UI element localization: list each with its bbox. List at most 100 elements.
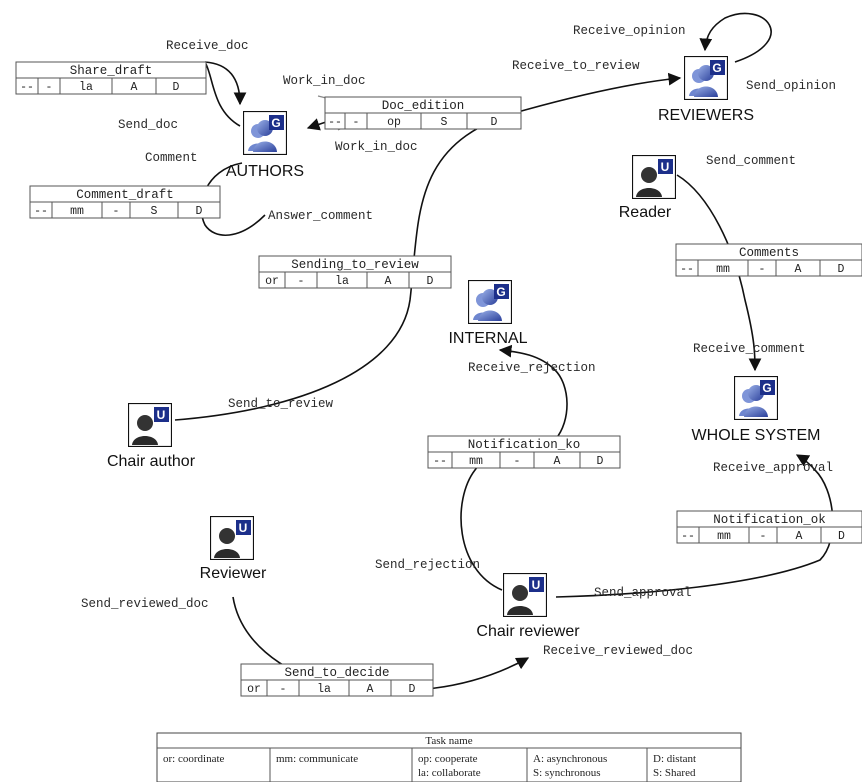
task-cell: - — [46, 81, 53, 94]
edge-comment — [200, 162, 266, 237]
label-comment: Comment — [145, 151, 198, 165]
task-cell: -- — [34, 205, 48, 218]
task-cell: A — [554, 455, 561, 468]
legend-shared: S: Shared — [653, 767, 696, 779]
task-cell: D — [196, 205, 203, 218]
task-cell: A — [385, 275, 392, 288]
edge-rejection — [460, 344, 568, 591]
task-name: Comments — [739, 246, 799, 260]
task-cell: D — [173, 81, 180, 94]
task-cell: mm — [717, 530, 731, 543]
task-cell: A — [796, 530, 803, 543]
label-receive-doc: Receive_doc — [166, 39, 249, 53]
user-icon-letter: U — [157, 408, 166, 422]
group-icon-letter: G — [496, 285, 505, 299]
actor-authors: G AUTHORS — [226, 111, 304, 180]
task-cell: -- — [680, 263, 694, 276]
actor-reviewer: U Reviewer — [200, 516, 267, 582]
task-cell: - — [759, 263, 766, 276]
task-cell: S — [151, 205, 158, 218]
label-send-rejection: Send_rejection — [375, 558, 480, 572]
task-notification-ok: Notification_ok -- mm - A D — [676, 510, 862, 544]
task-cell: A — [367, 683, 374, 696]
edge-receive-opinion — [699, 12, 772, 63]
label-receive-comment: Receive_comment — [693, 342, 806, 356]
legend-frame — [156, 732, 742, 782]
actor-chair-author: U Chair author — [107, 403, 196, 470]
task-cell: la — [317, 683, 331, 696]
legend-collaborate: la: collaborate — [418, 767, 481, 779]
task-cell: -- — [20, 81, 34, 94]
legend-asynchronous: A: asynchronous — [533, 753, 607, 765]
label-send-opinion: Send_opinion — [746, 79, 836, 93]
task-cell: D — [409, 683, 416, 696]
task-cell: D — [838, 263, 845, 276]
legend-title: Task name — [425, 735, 472, 747]
task-cell: op — [387, 116, 401, 129]
actor-internal: G INTERNAL — [448, 280, 528, 347]
task-cell: - — [280, 683, 287, 696]
legend-coordinate: or: coordinate — [163, 753, 225, 765]
edge-send-to-review — [174, 72, 682, 421]
label-send-doc: Send_doc — [118, 118, 178, 132]
task-cell: S — [441, 116, 448, 129]
actor-label: Reviewer — [200, 565, 267, 582]
task-cell: or — [247, 683, 261, 696]
task-cell: -- — [328, 116, 342, 129]
user-icon-letter: U — [239, 521, 248, 535]
label-work-in-doc-bottom: Work_in_doc — [335, 140, 418, 154]
legend-communicate: mm: communicate — [276, 753, 358, 765]
task-name: Send_to_decide — [284, 666, 389, 680]
task-cell: D — [838, 530, 845, 543]
task-name: Share_draft — [70, 64, 153, 78]
task-doc-edition: Doc_edition --- op S D — [324, 96, 522, 130]
actor-chair-reviewer: U Chair reviewer — [476, 573, 580, 640]
task-cell: - — [113, 205, 120, 218]
task-cell: mm — [716, 263, 730, 276]
group-icon-letter: G — [271, 116, 280, 130]
task-cell: A — [795, 263, 802, 276]
edge-send-comment — [676, 174, 762, 372]
actor-label: AUTHORS — [226, 163, 304, 180]
edge-approval — [555, 454, 834, 598]
actor-whole-system: G WHOLE SYSTEM — [692, 376, 821, 444]
label-answer-comment: Answer_comment — [268, 209, 373, 223]
legend-distant: D: distant — [653, 753, 696, 765]
task-name: Notification_ok — [713, 513, 826, 527]
task-cell: - — [760, 530, 767, 543]
user-icon-letter: U — [661, 160, 670, 174]
group-icon-letter: G — [712, 61, 721, 75]
label-receive-to-review: Receive_to_review — [512, 59, 640, 73]
task-cell: -- — [681, 530, 695, 543]
task-cell: A — [131, 81, 138, 94]
task-cell: or — [265, 275, 279, 288]
task-comments: Comments -- mm - A D — [675, 243, 862, 277]
task-name: Sending_to_review — [291, 258, 419, 272]
label-receive-rejection: Receive_rejection — [468, 361, 596, 375]
label-send-to-review: Send_to_review — [228, 397, 334, 411]
task-cell: - — [353, 116, 360, 129]
edge-receive-doc — [204, 61, 247, 106]
actor-label: INTERNAL — [448, 330, 527, 347]
task-cell: la — [335, 275, 349, 288]
user-icon-letter: U — [532, 578, 541, 592]
task-name: Doc_edition — [382, 99, 465, 113]
task-name: Notification_ko — [468, 438, 581, 452]
actor-label: Chair author — [107, 453, 196, 470]
actor-label: WHOLE SYSTEM — [692, 427, 821, 444]
task-cell: D — [491, 116, 498, 129]
task-cell: D — [597, 455, 604, 468]
label-send-comment: Send_comment — [706, 154, 796, 168]
label-receive-opinion: Receive_opinion — [573, 24, 686, 38]
label-send-reviewed-doc: Send_reviewed_doc — [81, 597, 209, 611]
task-cell: - — [298, 275, 305, 288]
task-cell: mm — [70, 205, 84, 218]
label-receive-reviewed-doc: Receive_reviewed_doc — [543, 644, 693, 658]
edge-labels: Receive_doc Send_doc Work_in_doc Work_in… — [81, 24, 836, 658]
